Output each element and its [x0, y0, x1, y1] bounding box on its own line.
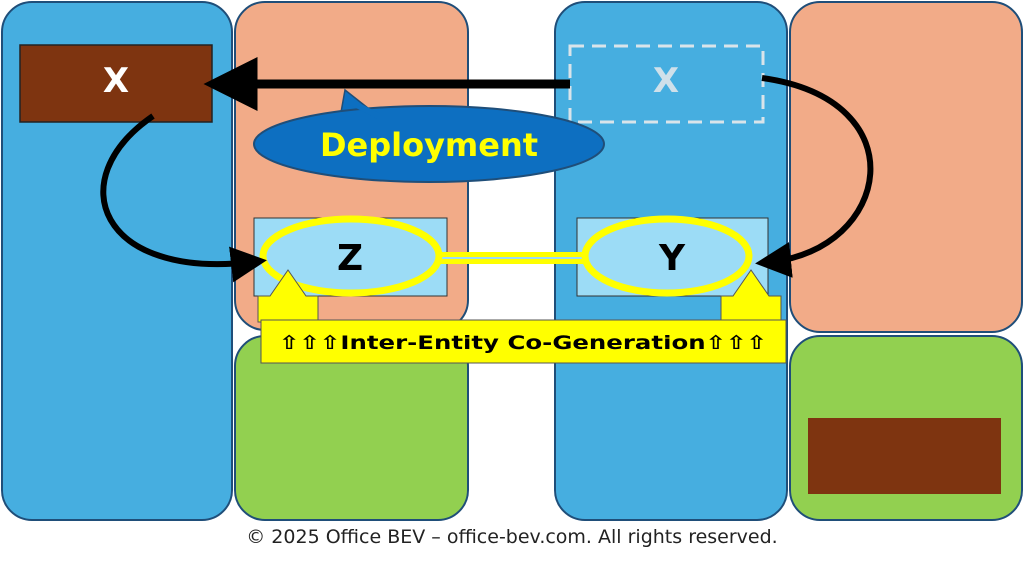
- left-green-block: [234, 335, 469, 521]
- copyright-footer: © 2025 Office BEV – office-bev.com. All …: [246, 526, 778, 548]
- x-to-y-curved-arrow: [755, 75, 874, 278]
- z-up-arrow: [257, 269, 319, 323]
- co-generation-banner-label: ⇧⇧⇧Inter-Entity Co-Generation⇧⇧⇧: [279, 332, 767, 354]
- y-up-arrow: [720, 269, 782, 323]
- y-ellipse: [581, 215, 753, 297]
- x-source-label: X: [103, 61, 129, 101]
- deployment-label: Deployment: [320, 126, 538, 164]
- x-target-dashed-box: [568, 44, 765, 124]
- right-brown-box: [808, 418, 1001, 494]
- deployment-bubble: [253, 105, 605, 183]
- z-label: Z: [337, 238, 363, 279]
- z-y-connector-core: [440, 257, 588, 259]
- x-to-z-curved-arrow: [100, 113, 267, 283]
- deployment-bubble-tail-join: [345, 97, 380, 119]
- y-label: Y: [658, 238, 686, 279]
- co-generation-banner: [260, 319, 787, 364]
- x-source-box: [19, 44, 213, 123]
- co-generation-diagram: X X Deployment Z Y ⇧⇧⇧Inter-Entity Co-Ge…: [1, 1, 1023, 521]
- right-salmon-block: [789, 1, 1023, 333]
- x-target-label: X: [653, 61, 679, 101]
